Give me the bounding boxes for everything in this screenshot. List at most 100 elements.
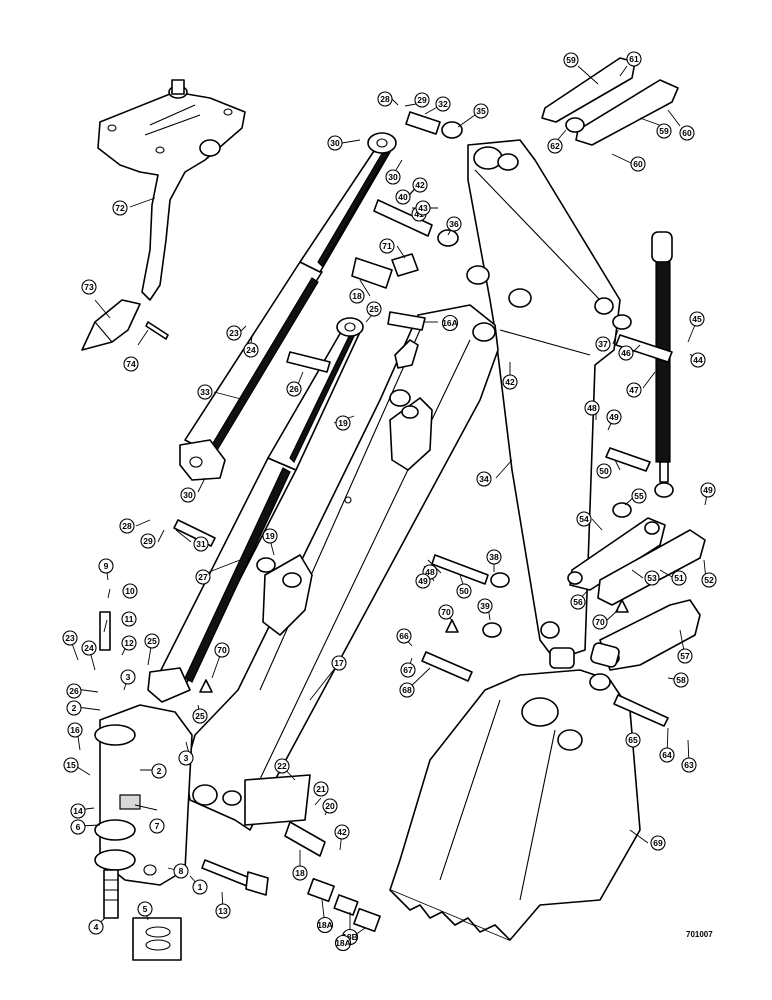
lube-fittings-70 [199, 599, 629, 693]
svg-text:48: 48 [587, 403, 597, 413]
callout-19a: 19 [335, 415, 351, 431]
plate-22 [244, 774, 311, 826]
svg-text:58: 58 [676, 675, 686, 685]
svg-text:42: 42 [415, 180, 425, 190]
callout-73: 73 [81, 279, 97, 295]
svg-text:44: 44 [693, 355, 703, 365]
svg-text:50: 50 [459, 586, 469, 596]
callout-43: 43 [415, 200, 431, 216]
callout-3b: 3 [178, 750, 194, 766]
key-plates [387, 253, 426, 331]
bucket-cylinder-47 [651, 231, 674, 498]
svg-text:60: 60 [633, 159, 643, 169]
svg-text:2: 2 [157, 766, 162, 776]
svg-text:49: 49 [609, 412, 619, 422]
callout-34: 34 [476, 471, 492, 487]
callout-36: 36 [446, 216, 462, 232]
svg-text:34: 34 [479, 474, 489, 484]
svg-text:46: 46 [621, 348, 631, 358]
svg-text:22: 22 [277, 761, 287, 771]
callout-60a: 60 [679, 125, 695, 141]
callout-3a: 3 [120, 669, 136, 685]
svg-text:33: 33 [200, 387, 210, 397]
callout-50a: 50 [596, 463, 612, 479]
svg-text:50: 50 [599, 466, 609, 476]
callout-15: 15 [63, 757, 79, 773]
callout-53: 53 [644, 570, 660, 586]
svg-text:27: 27 [198, 572, 208, 582]
svg-text:3: 3 [126, 672, 131, 682]
boom-34 [466, 139, 621, 661]
ripper-tooth-73 [81, 299, 141, 351]
callout-26b: 26 [66, 683, 82, 699]
callout-64: 64 [659, 747, 675, 763]
bucket-69 [389, 669, 641, 941]
svg-text:74: 74 [126, 359, 136, 369]
drawing-number: 701007 [686, 930, 713, 939]
svg-text:35: 35 [476, 106, 486, 116]
svg-text:2: 2 [72, 703, 77, 713]
callout-67: 67 [400, 662, 416, 678]
svg-text:56: 56 [573, 597, 583, 607]
svg-text:19: 19 [265, 531, 275, 541]
callout-18A1: 18A [316, 916, 334, 934]
svg-text:10: 10 [125, 586, 135, 596]
svg-text:23: 23 [65, 633, 75, 643]
callout-27: 27 [195, 569, 211, 585]
callout-18A2: 18A [334, 934, 352, 952]
svg-text:73: 73 [84, 282, 94, 292]
dipper-stick-17 [184, 304, 499, 831]
svg-text:67: 67 [403, 665, 413, 675]
svg-text:29: 29 [417, 95, 427, 105]
callout-16: 16 [67, 722, 83, 738]
callout-37: 37 [595, 336, 611, 352]
callout-12: 12 [121, 635, 137, 651]
callout-23a: 23 [226, 325, 242, 341]
svg-text:68: 68 [402, 685, 412, 695]
callout-59b: 59 [656, 123, 672, 139]
svg-text:30: 30 [330, 138, 340, 148]
svg-text:8: 8 [179, 866, 184, 876]
oring-inset-5 [132, 917, 182, 961]
tooth-pin-74 [145, 321, 169, 340]
svg-text:18B: 18B [342, 932, 358, 942]
callout-62: 62 [547, 138, 563, 154]
callout-21: 21 [313, 781, 329, 797]
svg-text:55: 55 [634, 491, 644, 501]
callout-25a: 25 [366, 301, 382, 317]
svg-text:15: 15 [66, 760, 76, 770]
callout-25c: 25 [192, 708, 208, 724]
callout-24a: 24 [243, 342, 259, 358]
callout-8: 8 [173, 863, 189, 879]
callout-25b: 25 [144, 633, 160, 649]
svg-text:48: 48 [425, 567, 435, 577]
svg-text:25: 25 [147, 636, 157, 646]
callout-71: 71 [379, 238, 395, 254]
callout-54: 54 [576, 511, 592, 527]
svg-text:17: 17 [334, 658, 344, 668]
svg-text:19: 19 [338, 418, 348, 428]
svg-text:42: 42 [505, 377, 515, 387]
callout-5: 5 [137, 901, 153, 917]
callout-69: 69 [650, 835, 666, 851]
callout-70a: 70 [438, 604, 454, 620]
svg-text:18: 18 [295, 868, 305, 878]
bucket-links-54-51 [567, 517, 706, 606]
callout-72: 72 [112, 200, 128, 216]
callout-29b: 29 [140, 533, 156, 549]
callout-26a: 26 [286, 381, 302, 397]
svg-text:26: 26 [69, 686, 79, 696]
svg-text:12: 12 [124, 638, 134, 648]
callout-39: 39 [477, 598, 493, 614]
callout-32: 32 [435, 96, 451, 112]
callout-49a: 49 [606, 409, 622, 425]
svg-text:1: 1 [198, 882, 203, 892]
callout-60b: 60 [630, 156, 646, 172]
callout-9: 9 [98, 558, 114, 574]
callout-50b: 50 [456, 583, 472, 599]
svg-text:45: 45 [692, 314, 702, 324]
callout-45: 45 [689, 311, 705, 327]
svg-text:16: 16 [70, 725, 80, 735]
callout-42a: 42 [412, 177, 428, 193]
svg-text:28: 28 [122, 521, 132, 531]
